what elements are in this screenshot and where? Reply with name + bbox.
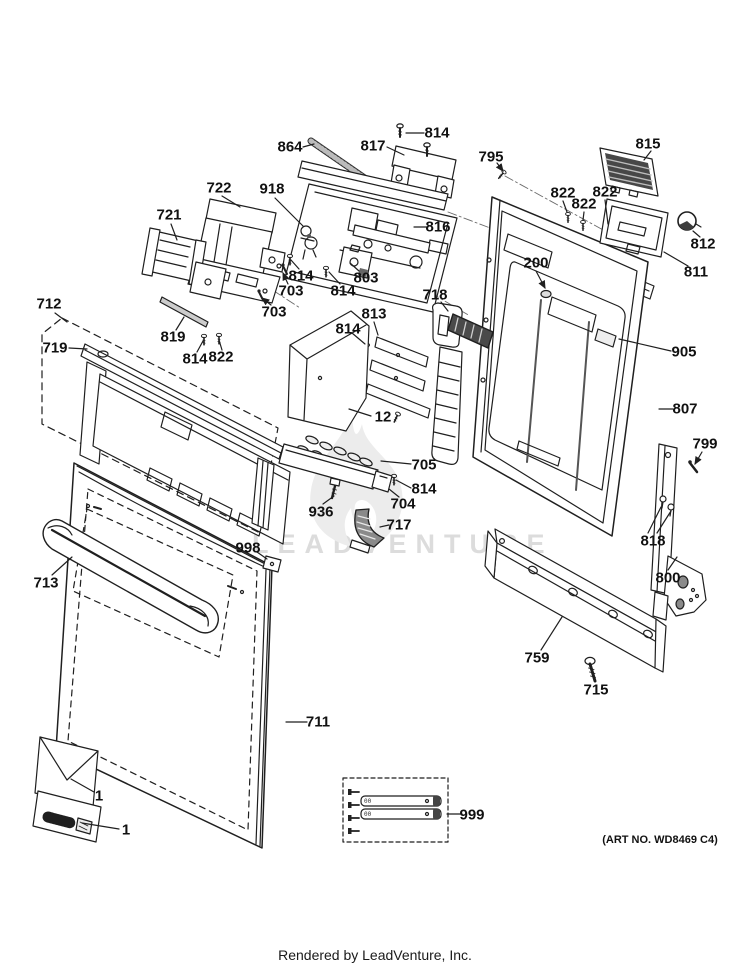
art-number: (ART NO. WD8469 C4) bbox=[602, 834, 718, 846]
part-815-drawing bbox=[599, 147, 659, 198]
leader-lines bbox=[51, 132, 703, 830]
part-719-drawing bbox=[80, 343, 284, 460]
part-816-drawing bbox=[284, 160, 458, 313]
part-717-drawing bbox=[349, 508, 385, 554]
part-759-drawing bbox=[484, 528, 667, 673]
part-807-drawing bbox=[472, 196, 649, 537]
part-704-drawing bbox=[371, 470, 393, 493]
part-864-drawing bbox=[307, 137, 370, 183]
label-plate-drawing bbox=[32, 790, 102, 843]
part-721-drawing bbox=[141, 227, 227, 300]
part-918-drawing bbox=[300, 225, 318, 260]
kit-rail-marking: 00 bbox=[364, 798, 372, 805]
part-818-drawing bbox=[659, 495, 675, 517]
part-999-drawing bbox=[342, 777, 449, 843]
part-718-drawing bbox=[431, 302, 494, 465]
part-800-drawing bbox=[650, 443, 707, 621]
part-712-drawing bbox=[41, 317, 279, 533]
kit-rail-marking: 00 bbox=[364, 811, 372, 818]
part-799-drawing bbox=[688, 460, 699, 474]
part-705-drawing bbox=[278, 435, 379, 490]
part-819-drawing bbox=[159, 296, 209, 328]
part-803-drawing bbox=[338, 244, 373, 279]
control-housing-drawing bbox=[79, 361, 291, 545]
part-713-drawing bbox=[42, 518, 219, 634]
part-813-drawing bbox=[365, 336, 431, 424]
part-812-drawing bbox=[677, 211, 702, 231]
part-936-drawing bbox=[329, 477, 341, 500]
part-998-drawing bbox=[262, 555, 282, 573]
part-12-drawing bbox=[287, 310, 370, 432]
footer-credit: Rendered by LeadVenture, Inc. bbox=[278, 947, 472, 963]
part-811-drawing bbox=[599, 198, 669, 258]
